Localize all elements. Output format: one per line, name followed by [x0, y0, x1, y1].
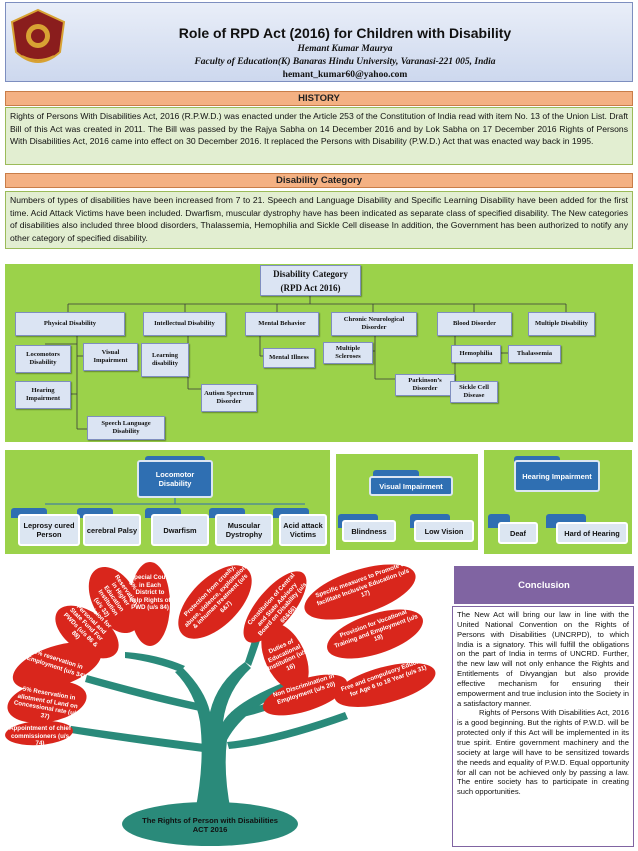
history-heading: HISTORY [5, 91, 633, 106]
hearing-panel: Hearing Impairment Deaf Hard of Hearing [484, 450, 632, 554]
root-node-title: Disability Category [273, 268, 348, 279]
panel-tab [11, 508, 47, 518]
node-parkinson: Parkinson’s Disorder [395, 374, 455, 396]
poster-title: Role of RPD Act (2016) for Children with… [178, 25, 512, 41]
node-chronic-neurological: Chronic Neurological Disorder [331, 312, 417, 336]
node-physical-disability: Physical Disability [15, 312, 125, 336]
tree-leaf-special-court: Special Court in Each District to help R… [129, 574, 171, 611]
locomotor-item-leprosy: Leprosy cured Person [18, 514, 80, 546]
node-thalassemia: Thalassemia [508, 345, 561, 363]
panel-tab [209, 508, 245, 518]
visual-head: Visual Impairment [369, 476, 453, 496]
locomotor-item-acid-attack: Acid attack Victims [279, 514, 327, 546]
root-node-subtitle: (RPD Act 2016) [280, 282, 341, 293]
visual-item-blindness: Blindness [342, 520, 396, 542]
university-logo-icon [10, 8, 66, 63]
conclusion-heading: Conclusion [454, 566, 634, 604]
node-hearing-impairment: Hearing Impairment [15, 381, 71, 409]
locomotor-item-cerebral-palsy: cerebral Palsy [83, 514, 141, 546]
node-learning-disability: Learning disability [141, 343, 189, 377]
panel-tab [373, 470, 419, 480]
rights-tree: 5% Reservation in Higher Education Insti… [5, 560, 453, 849]
node-autism: Autism Spectrum Disorder [201, 384, 257, 412]
root-node: Disability Category (RPD Act 2016) [260, 265, 361, 296]
conclusion-body: The New Act will bring our law in line w… [452, 606, 634, 847]
locomotor-item-muscular-dystrophy: Muscular Dystrophy [215, 514, 273, 546]
node-mental-illness: Mental Illness [263, 348, 315, 368]
hearing-item-deaf: Deaf [498, 522, 538, 544]
history-text: Rights of Persons With Disabilities Act,… [5, 107, 633, 165]
node-locomotor-disability: Locomotors Disability [15, 345, 71, 373]
panel-tab [273, 508, 309, 518]
conclusion-paragraph-1: The New Act will bring our law in line w… [457, 610, 629, 708]
node-speech-language: Speech Language Disability [87, 416, 165, 440]
hearing-head: Hearing Impairment [514, 460, 600, 492]
node-mental-behavior: Mental Behavior [245, 312, 319, 336]
locomotor-head: Locomotor Disability [137, 460, 213, 498]
tree-leaf-chief-commissioners: Appointment of chief commissioners (u/s … [9, 725, 71, 747]
category-text: Numbers of types of disabilities have be… [5, 191, 633, 249]
visual-item-low-vision: Low Vision [414, 520, 474, 542]
author-affiliation: Faculty of Education(K) Banaras Hindu Un… [194, 57, 496, 67]
node-multiple-scleroses: Multiple Scleroses [323, 342, 373, 364]
tree-trunk-label: The Rights of Person with Disabilities A… [142, 816, 278, 834]
locomotor-item-dwarfism: Dwarfism [151, 514, 209, 546]
node-sickle-cell: Sickle Cell Disease [450, 381, 498, 403]
hearing-item-hard-of-hearing: Hard of Hearing [556, 522, 628, 544]
panel-tab [77, 508, 113, 518]
node-intellectual-disability: Intellectual Disability [143, 312, 226, 336]
panel-tab [145, 508, 181, 518]
node-blood-disorder: Blood Disorder [437, 312, 512, 336]
poster-header [5, 2, 633, 82]
tree-graphic [5, 562, 436, 846]
author-name: Hemant Kumar Maurya [297, 44, 393, 54]
visual-panel: Visual Impairment Blindness Low Vision [336, 454, 478, 550]
disability-category-diagram: Disability Category (RPD Act 2016) Physi… [5, 264, 633, 442]
author-email: hemant_kumar60@yahoo.com [282, 70, 408, 80]
category-heading: Disability Category [5, 173, 633, 188]
node-hemophilia: Hemophilia [451, 345, 501, 363]
locomotor-panel: Locomotor Disability Leprosy cured Perso… [5, 450, 330, 554]
conclusion-paragraph-2: Rights of Persons With Disabilities Act,… [457, 708, 629, 797]
locomotor-connectors [45, 498, 305, 505]
node-visual-impairment: Visual Impairment [83, 343, 138, 371]
node-multiple-disability: Multiple Disability [528, 312, 595, 336]
